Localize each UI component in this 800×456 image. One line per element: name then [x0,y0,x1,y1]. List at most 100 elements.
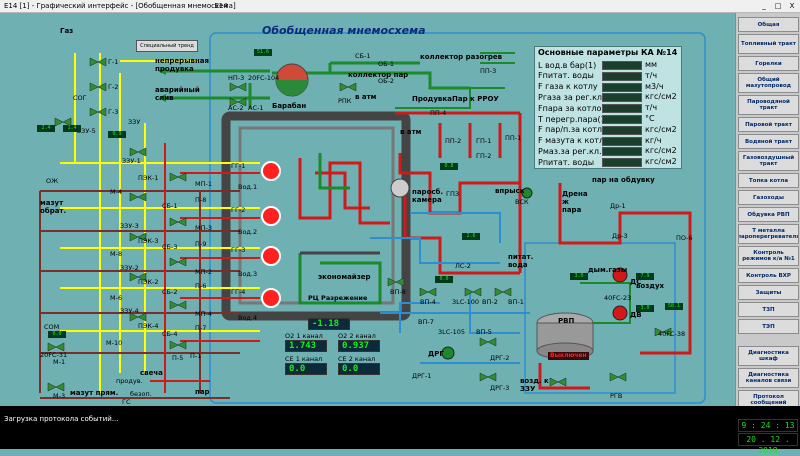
special-trend-button[interactable]: Специальный тренд [136,40,198,52]
valve-label[interactable]: ГП-1 [476,137,492,145]
valve-label[interactable]: МП-4 [195,310,212,318]
valve-label[interactable]: ВП-1 [508,298,524,306]
valve-label[interactable]: ОЖ [46,177,59,185]
valve-label[interactable]: ПЭК-1 [138,174,159,182]
nav-button[interactable]: Т металла пароперегревателя [738,224,799,244]
nav-button[interactable]: Горелки [738,56,799,71]
valve-label[interactable]: СБ-2 [162,288,178,296]
valve-label[interactable]: ПП-2 [445,137,462,145]
nav-button[interactable]: Защиты [738,285,799,300]
nav-button[interactable]: Газоходы [738,190,799,205]
nav-button[interactable]: Обдувка РВП [738,207,799,222]
nav-button[interactable]: ТЭП [738,319,799,334]
nav-button[interactable]: Топка котла [738,173,799,188]
nav-button[interactable]: ТЗП [738,302,799,317]
valve-label[interactable]: АС-1 [248,104,264,112]
valve-label[interactable]: 3LC-100 [452,298,480,306]
valve-label[interactable]: М-3 [53,392,66,400]
valve-label[interactable]: ПЭК-2 [138,278,159,286]
burner-1[interactable] [261,161,281,181]
valve-label[interactable]: МП-1 [195,180,212,188]
valve-label[interactable]: ЗЗУ-1 [122,157,141,165]
valve-label[interactable]: ЗЗУ-4 [120,307,139,315]
produvka-label: Продувка [412,95,452,103]
valve-label[interactable]: ГПЗ [446,190,460,198]
valve-label[interactable]: М-8 [110,250,123,258]
drum[interactable] [275,63,309,97]
nav-button[interactable]: Топливный тракт [738,34,799,54]
restore-button[interactable]: □ [774,2,782,10]
valve-label[interactable]: СОМ [44,323,60,331]
valve-label[interactable]: П-7 [195,324,207,332]
nav-button[interactable]: Диагностика шкаф [738,346,799,366]
nav-button[interactable]: Газовоздушный тракт [738,151,799,171]
valve-label[interactable]: П-1 [190,352,202,360]
valve-label[interactable]: СОГ [73,94,87,102]
valve-label[interactable]: Г-3 [108,108,119,116]
valve-label[interactable]: П-5 [172,354,184,362]
valve-label[interactable]: ГП-2 [476,152,492,160]
nav-button[interactable]: Диагностика каналов связи [738,368,799,388]
valve-label[interactable]: СБ-1 [355,52,371,60]
valve-label[interactable]: СБ-4 [162,330,178,338]
valve-label[interactable]: ВП-4 [420,298,436,306]
valve-label[interactable]: НП-3 [228,74,245,82]
nav-button[interactable]: Общая [738,17,799,32]
minimize-button[interactable]: _ [762,2,766,10]
valve-label[interactable]: ЗЗУ-5 [77,127,96,135]
valve-label[interactable]: ЗЗУ-3 [120,222,139,230]
valve-label[interactable]: ПП-4 [430,109,447,117]
valve-label[interactable]: ЛС-2 [455,262,471,270]
valve-label[interactable]: ОБ-1 [378,60,395,68]
burner-2[interactable] [261,206,281,226]
valve-label[interactable]: Г-2 [108,83,119,91]
valve-label[interactable]: 40FC-38 [658,330,686,338]
valve-label[interactable]: 3LC-105 [438,328,466,336]
valve-label[interactable]: М-6 [110,294,123,302]
valve-label[interactable]: СБ-1 [162,202,178,210]
valve-label[interactable]: ВП-8 [390,288,406,296]
valve-label[interactable]: ДРГ-3 [490,384,510,392]
valve-label[interactable]: ДРГ-1 [412,372,432,380]
valve-label[interactable]: РГВ [610,392,623,400]
valve-label[interactable]: М-1 [53,358,66,366]
valve-label[interactable]: ДРГ-2 [490,354,510,362]
burner-3[interactable] [261,246,281,266]
rvp-heater[interactable] [536,312,594,360]
nav-button[interactable]: Общий мазутопровод [738,73,799,93]
close-button[interactable]: X [789,2,795,10]
valve-label[interactable]: МП-3 [195,224,212,232]
valve-label[interactable]: ПЭК-3 [138,237,159,245]
valve-label[interactable]: ГС [122,398,131,406]
valve-label[interactable]: 20FC-31 [40,351,68,359]
valve-label[interactable]: Др-1 [610,202,626,210]
valve-label[interactable]: ВП-7 [418,318,434,326]
valve-label[interactable]: ВП-5 [476,328,492,336]
valve-label[interactable]: 20FC-104 [248,74,280,82]
valve-label[interactable]: ЗЗУ-2 [120,264,139,272]
valve-label[interactable]: СБ-3 [162,243,178,251]
valve-label[interactable]: П-9 [195,240,207,248]
burner-4[interactable] [261,288,281,308]
valve-label[interactable]: Г-1 [108,58,119,66]
valve-label[interactable]: МП-2 [195,268,212,276]
nav-button[interactable]: Контроль ВХР [738,268,799,283]
valve-label[interactable]: Др-3 [612,232,628,240]
nav-button[interactable]: Водяной тракт [738,134,799,149]
nav-button[interactable]: Пароводяной тракт [738,95,799,115]
valve-label[interactable]: М-4 [110,188,123,196]
valve-label[interactable]: АС-2 [228,104,244,112]
valve-label[interactable]: ПП-1 [505,134,522,142]
valve-label[interactable]: П-6 [195,282,207,290]
valve-label[interactable]: 40FC-23 [604,294,632,302]
nav-button[interactable]: Паровой тракт [738,117,799,132]
valve-label[interactable]: П-8 [195,196,207,204]
nav-button[interactable]: Контроль режимов к/а №1 [738,246,799,266]
valve-label[interactable]: ПП-3 [480,67,497,75]
valve-label[interactable]: ЗЗУ [128,118,141,126]
valve-label[interactable]: ПЭК-4 [138,322,159,330]
valve-label[interactable]: ОБ-2 [378,77,395,85]
valve-label[interactable]: М-10 [106,339,123,347]
valve-label[interactable]: ПО-6 [676,234,693,242]
valve-label[interactable]: ВП-2 [482,298,498,306]
